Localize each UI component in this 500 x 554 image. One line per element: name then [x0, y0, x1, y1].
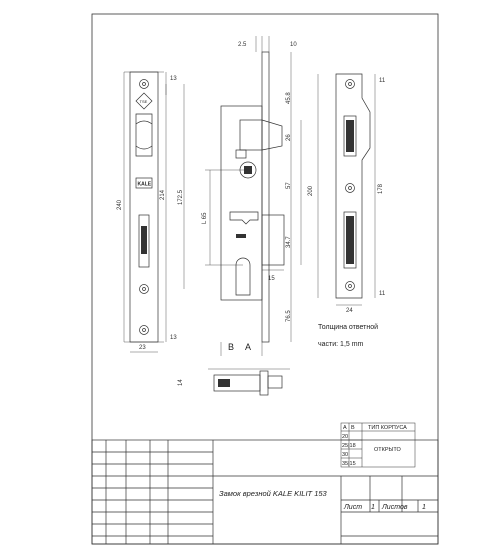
dim-l65: L 65	[202, 212, 208, 224]
cylinder-cutout	[235, 257, 251, 296]
screw-hole-icon	[139, 79, 149, 89]
sheet-label: Лист	[343, 504, 362, 511]
dim-214: 214	[160, 189, 166, 200]
strike-plate-view	[317, 73, 376, 306]
brand-badge-box	[135, 177, 153, 189]
tse-badge: TSE	[140, 99, 148, 104]
screw-hole-icon	[345, 183, 355, 193]
latch-outline	[135, 113, 153, 157]
sheets-value: 1	[422, 504, 426, 511]
brand-badge: KALE	[138, 182, 152, 188]
table-row: 20	[342, 434, 348, 440]
table-row: 25|18	[342, 443, 356, 449]
dim-172-5: 172.5	[178, 189, 184, 205]
dim-57: 57	[286, 182, 292, 189]
table-row: 35|15	[342, 461, 356, 467]
screw-hole-icon	[345, 281, 355, 291]
dim-11-bottom: 11	[379, 291, 386, 297]
table-col-b: B	[351, 425, 355, 431]
strike-thickness-title: Толщина ответной	[318, 323, 378, 331]
body-type-table	[340, 422, 416, 468]
lock-body-view	[205, 36, 302, 356]
plan-view	[208, 368, 290, 396]
dim-24: 24	[346, 308, 353, 314]
dim-23: 23	[139, 345, 146, 351]
dim-13-top: 13	[170, 76, 177, 82]
dim-2-5: 2.5	[238, 42, 247, 48]
dim-b: B	[228, 342, 234, 352]
lock-case	[220, 105, 263, 301]
sheets-label: Листов	[381, 504, 408, 511]
dim-45-8: 45.8	[286, 92, 292, 104]
dim-34-7: 34.7	[286, 236, 292, 248]
drawing-title: Замок врезной KALE KILIT 153	[219, 489, 328, 498]
dim-76-5: 76.5	[286, 310, 292, 322]
title-block	[91, 439, 439, 545]
dim-a: A	[245, 342, 251, 352]
dim-10: 10	[290, 42, 297, 48]
screw-hole-icon	[139, 325, 149, 335]
dim-14: 14	[178, 379, 184, 386]
table-header: ТИП КОРПУСА	[368, 425, 407, 431]
screw-hole-icon	[345, 79, 355, 89]
dim-240: 240	[117, 199, 123, 210]
dim-178: 178	[378, 183, 384, 194]
strike-thickness-value: части: 1,5 mm	[318, 341, 364, 348]
dim-200: 200	[308, 185, 314, 196]
dim-11-top: 11	[379, 78, 386, 84]
table-type-value: ОТКРЫТО	[374, 447, 401, 453]
table-row: 30	[342, 452, 348, 458]
bolt-slot	[138, 214, 150, 268]
tse-badge-icon	[135, 92, 153, 110]
dim-15: 15	[268, 276, 275, 282]
faceplate-front-view	[123, 71, 185, 353]
sheet-value: 1	[371, 504, 375, 511]
table-col-a: A	[343, 425, 347, 431]
dim-13-bottom: 13	[170, 335, 177, 341]
screw-hole-icon	[139, 284, 149, 294]
dim-26: 26	[286, 134, 292, 141]
